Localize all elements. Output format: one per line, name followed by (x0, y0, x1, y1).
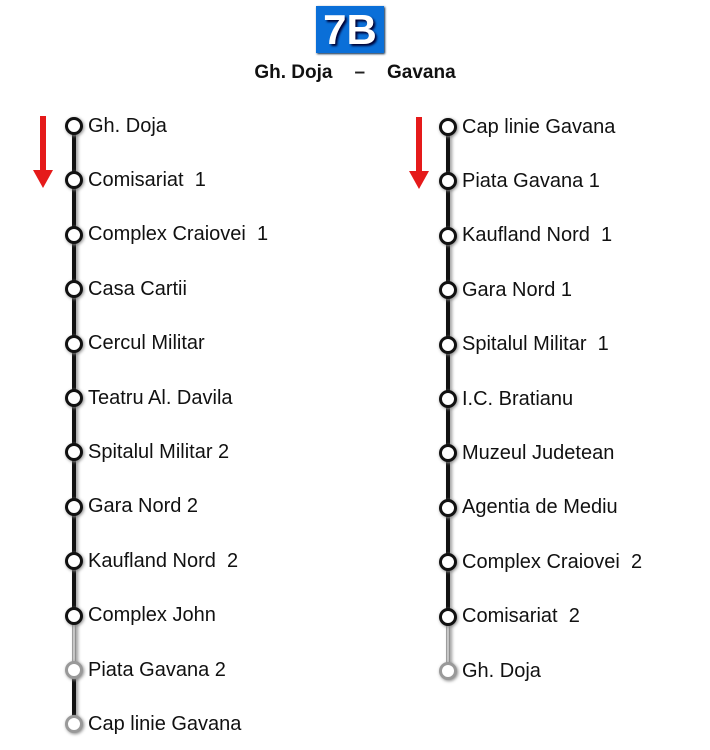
stop-marker-icon (65, 334, 83, 353)
stop-name: Agentia de Mediu (462, 496, 618, 519)
direction-arrow-icon (409, 117, 429, 189)
stop-item: Gh. Doja (65, 114, 167, 138)
stop-name: Cap linie Gavana (88, 712, 242, 735)
stop-item: Spitalul Militar 1 (439, 333, 609, 357)
stop-marker-icon (65, 117, 83, 135)
stop-item: Spitalul Militar 2 (65, 440, 229, 464)
stop-item: Casa Cartii (65, 277, 187, 301)
stop-marker-icon (439, 553, 457, 572)
stop-name: Comisariat 1 (88, 168, 206, 191)
line-segment (72, 506, 76, 562)
line-segment (72, 452, 76, 507)
stop-marker-icon (439, 498, 457, 517)
line-segment (72, 289, 76, 344)
stop-marker-icon (65, 661, 83, 679)
stop-name: Teatru Al. Davila (88, 386, 233, 409)
route-from: Gh. Doja (254, 62, 333, 83)
stop-name: Piata Gavana 2 (88, 658, 226, 681)
stop-marker-icon (65, 443, 83, 462)
stop-marker-icon (439, 281, 457, 300)
stop-item: Cap linie Gavana (65, 712, 241, 736)
stop-marker-icon (439, 444, 457, 463)
stop-item: Piata Gavana 1 (439, 169, 600, 193)
stop-item: Kaufland Nord 1 (439, 224, 612, 248)
line-segment (446, 127, 450, 182)
stop-item: Cap linie Gavana (439, 115, 615, 139)
stop-marker-icon (65, 715, 83, 734)
stop-marker-icon (439, 172, 457, 191)
line-segment (72, 343, 76, 398)
direction-arrow-icon (33, 116, 53, 188)
stop-item: Gara Nord 1 (439, 278, 572, 302)
line-segment (72, 615, 76, 670)
stop-marker-icon (439, 335, 457, 354)
line-segment (446, 235, 450, 291)
stop-item: I.C. Bratianu (439, 387, 573, 411)
stop-item: Piata Gavana 2 (65, 658, 226, 682)
route-number-badge: 7B (316, 6, 384, 53)
stop-name: Gh. Doja (88, 114, 167, 137)
stop-marker-icon (439, 662, 457, 680)
stop-marker-icon (65, 497, 83, 516)
stop-marker-icon (439, 226, 457, 245)
line-segment (446, 616, 450, 671)
stop-name: Spitalul Militar 2 (88, 440, 230, 463)
stop-name: Complex Craiovei 1 (88, 223, 269, 246)
stop-item: Gara Nord 2 (65, 495, 198, 519)
stop-item: Comisariat 2 (439, 605, 580, 629)
stop-item: Agentia de Mediu (439, 496, 618, 520)
stop-item: Kaufland Nord 2 (65, 549, 238, 573)
stop-name: Cercul Militar (88, 332, 205, 355)
stop-item: Complex John (65, 604, 216, 628)
stop-item: Cercul Militar (65, 332, 205, 356)
stop-item: Complex Craiovei 2 (439, 550, 642, 574)
route-to: Gavana (387, 62, 456, 83)
line-segment (446, 399, 450, 454)
stop-marker-icon (439, 607, 457, 626)
line-segment (72, 126, 76, 181)
stop-marker-icon (65, 225, 83, 244)
stop-name: Casa Cartii (88, 277, 187, 300)
stop-item: Complex Craiovei 1 (65, 223, 268, 247)
line-segment (446, 453, 450, 508)
stop-item: Teatru Al. Davila (65, 386, 233, 410)
stop-name: Piata Gavana 1 (462, 169, 600, 192)
line-segment (446, 290, 450, 345)
line-segment (72, 398, 76, 453)
route-separator: – (354, 62, 366, 83)
stop-name: Kaufland Nord 2 (88, 549, 239, 572)
line-segment (446, 181, 450, 236)
line-segment (72, 670, 76, 725)
stop-name: I.C. Bratianu (462, 387, 574, 410)
stop-name: Gh. Doja (462, 659, 541, 682)
stop-marker-icon (65, 606, 83, 625)
stop-marker-icon (439, 118, 457, 136)
stop-item: Gh. Doja (439, 659, 541, 683)
stop-name: Spitalul Militar 1 (462, 333, 609, 356)
line-segment (446, 562, 450, 617)
stop-name: Cap linie Gavana (462, 115, 616, 138)
line-segment (72, 561, 76, 616)
line-segment (446, 507, 450, 563)
stop-marker-icon (65, 171, 83, 190)
line-segment (72, 180, 76, 235)
line-segment (446, 344, 450, 399)
stop-marker-icon (65, 552, 83, 571)
line-segment (72, 234, 76, 290)
stop-marker-icon (65, 389, 83, 407)
stop-item: Muzeul Judetean (439, 441, 614, 465)
stop-name: Complex Craiovei 2 (462, 550, 643, 573)
stop-name: Gara Nord 2 (88, 495, 199, 518)
stop-name: Comisariat 2 (462, 605, 580, 628)
stop-name: Muzeul Judetean (462, 441, 615, 464)
stop-marker-icon (65, 280, 83, 299)
stop-name: Complex John (88, 604, 216, 627)
stop-name: Kaufland Nord 1 (462, 224, 613, 247)
stop-item: Comisariat 1 (65, 168, 206, 192)
stop-name: Gara Nord 1 (462, 278, 573, 301)
route-endpoints: Gh. Doja–Gavana (0, 62, 710, 84)
stop-marker-icon (439, 390, 457, 408)
